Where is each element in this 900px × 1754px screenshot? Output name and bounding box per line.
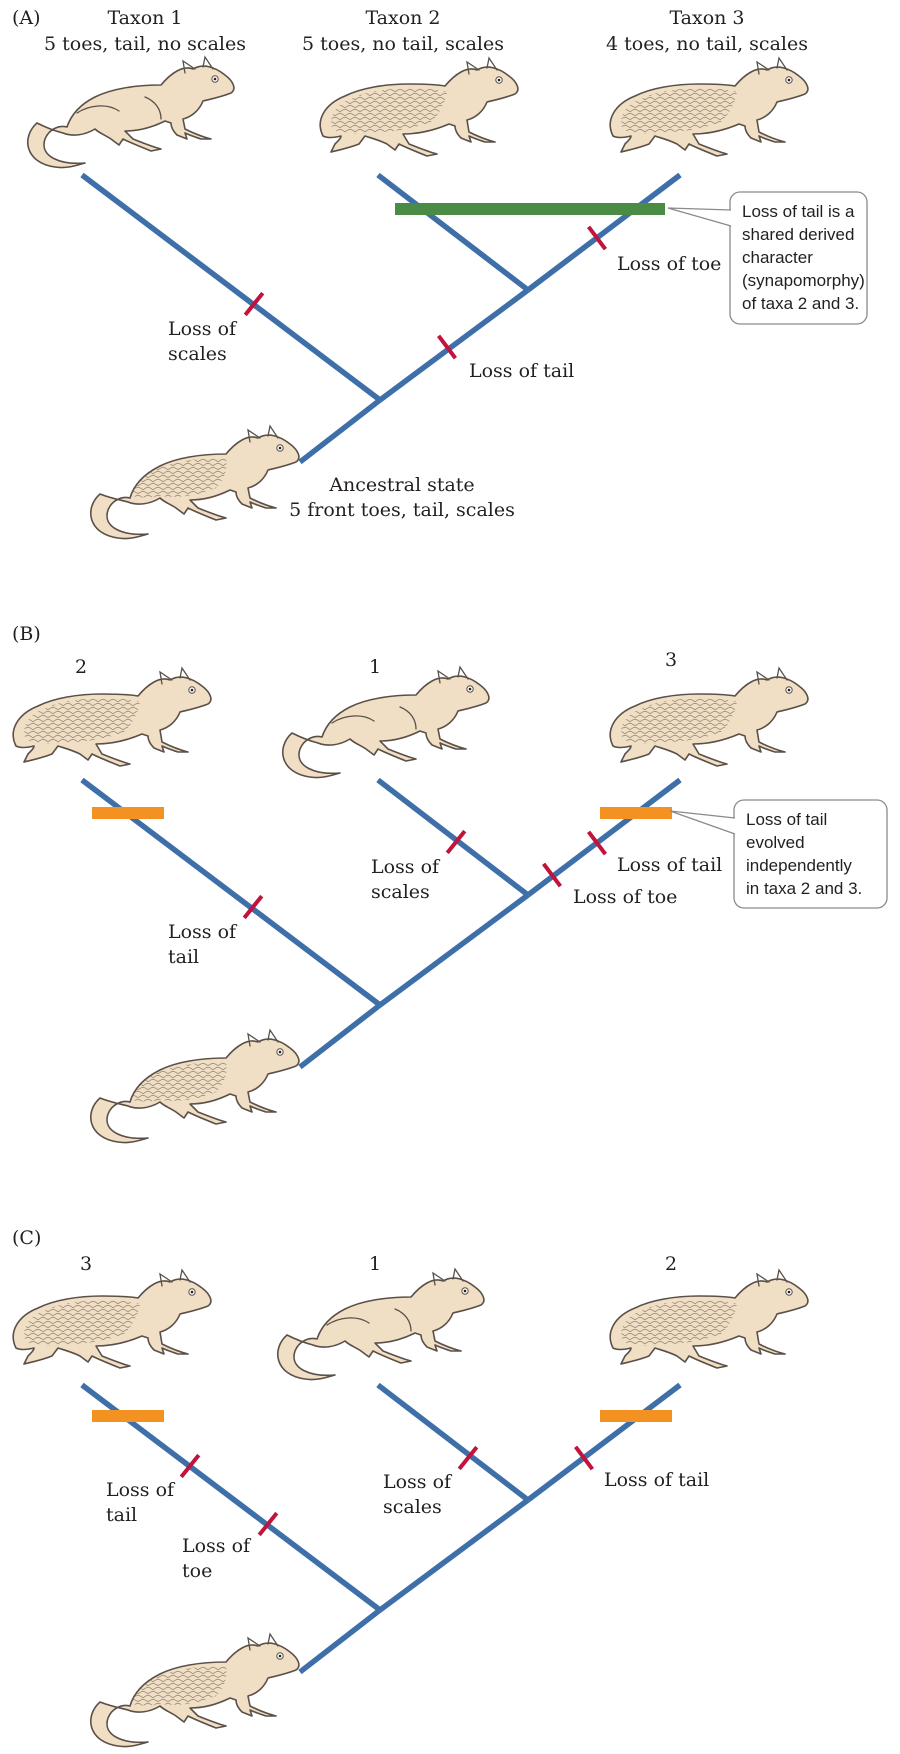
lizard-taxon-3-icon bbox=[13, 1270, 211, 1368]
taxon-name: Taxon 2 bbox=[365, 7, 440, 29]
callout-line: Loss of tail bbox=[746, 810, 827, 829]
branch-taxon-2 bbox=[378, 175, 528, 290]
branch-internal bbox=[380, 895, 528, 1005]
callout-pointer bbox=[668, 208, 731, 226]
callout-line: evolved bbox=[746, 833, 805, 852]
label-loss-of-scales: Loss of bbox=[168, 318, 238, 340]
tip-label: 3 bbox=[80, 1253, 92, 1275]
callout-line: (synapomorphy) bbox=[742, 271, 865, 290]
lizard-ancestor-icon bbox=[91, 1030, 299, 1143]
label-loss-of-toe: toe bbox=[182, 1560, 212, 1582]
label-loss-of-tail: Loss of bbox=[106, 1479, 176, 1501]
label-loss-of-tail: Loss of bbox=[168, 921, 238, 943]
label-loss-of-scales: scales bbox=[168, 343, 227, 365]
homoplasy-bar-taxon-2 bbox=[600, 1410, 672, 1422]
callout-line: character bbox=[742, 248, 813, 267]
branch-root bbox=[300, 400, 380, 462]
taxon-name: Taxon 3 bbox=[669, 7, 744, 29]
ancestor-traits: 5 front toes, tail, scales bbox=[289, 499, 515, 521]
label-loss-of-tail: Loss of tail bbox=[617, 854, 722, 876]
label-loss-of-tail: Loss of tail bbox=[469, 360, 574, 382]
label-loss-of-tail: tail bbox=[168, 946, 199, 968]
panel-label: (A) bbox=[12, 7, 41, 29]
lizard-taxon-3-icon bbox=[610, 668, 808, 766]
label-loss-of-scales: scales bbox=[371, 881, 430, 903]
callout-line: in taxa 2 and 3. bbox=[746, 879, 862, 898]
ancestor-title: Ancestral state bbox=[328, 474, 474, 496]
label-loss-of-toe: Loss of toe bbox=[573, 886, 677, 908]
lizard-taxon-2-icon bbox=[13, 668, 211, 766]
panel-a: (A) Taxon 1 5 toes, tail, no scales Taxon 2… bbox=[12, 7, 867, 539]
branch-root bbox=[300, 1610, 380, 1672]
taxon-traits: 5 toes, no tail, scales bbox=[302, 33, 504, 55]
callout-pointer bbox=[670, 811, 735, 834]
callout-line: shared derived bbox=[742, 225, 854, 244]
synapomorphy-bar bbox=[395, 203, 665, 215]
taxon-traits: 5 toes, tail, no scales bbox=[44, 33, 246, 55]
lizard-taxon-1-icon bbox=[283, 667, 489, 778]
panel-label: (B) bbox=[12, 623, 41, 645]
callout-line: Loss of tail is a bbox=[742, 202, 855, 221]
homoplasy-bar-taxon-3 bbox=[600, 807, 672, 819]
label-loss-of-toe: Loss of bbox=[182, 1535, 252, 1557]
taxon-name: Taxon 1 bbox=[107, 7, 182, 29]
lizard-ancestor-icon bbox=[91, 1634, 299, 1747]
label-loss-of-tail: tail bbox=[106, 1504, 137, 1526]
label-loss-of-tail: Loss of tail bbox=[604, 1469, 709, 1491]
tip-label: 1 bbox=[369, 1253, 381, 1275]
panel-label: (C) bbox=[12, 1227, 41, 1249]
callout-line: independently bbox=[746, 856, 852, 875]
lizard-taxon-1-icon bbox=[28, 57, 234, 168]
callout-line: of taxa 2 and 3. bbox=[742, 294, 859, 313]
label-loss-of-scales: Loss of bbox=[383, 1471, 453, 1493]
label-loss-of-scales: Loss of bbox=[371, 856, 441, 878]
tip-label: 1 bbox=[369, 656, 381, 678]
branch-taxon-3 bbox=[528, 780, 680, 895]
tip-label: 3 bbox=[665, 649, 677, 671]
homoplasy-bar-taxon-3 bbox=[92, 1410, 164, 1422]
tip-label: 2 bbox=[75, 656, 87, 678]
branch-root bbox=[300, 1005, 380, 1067]
lizard-taxon-3-icon bbox=[610, 58, 808, 156]
lizard-taxon-2-icon bbox=[320, 58, 518, 156]
branch-internal bbox=[380, 290, 528, 400]
lizard-taxon-2-icon bbox=[610, 1270, 808, 1368]
tip-label: 2 bbox=[665, 1253, 677, 1275]
label-loss-of-scales: scales bbox=[383, 1496, 442, 1518]
label-loss-of-toe: Loss of toe bbox=[617, 253, 721, 275]
lizard-taxon-1-icon bbox=[278, 1269, 484, 1380]
homoplasy-bar-taxon-2 bbox=[92, 807, 164, 819]
branch-taxon-1 bbox=[82, 175, 380, 400]
taxon-traits: 4 toes, no tail, scales bbox=[606, 33, 808, 55]
lizard-ancestor-icon bbox=[91, 426, 299, 539]
